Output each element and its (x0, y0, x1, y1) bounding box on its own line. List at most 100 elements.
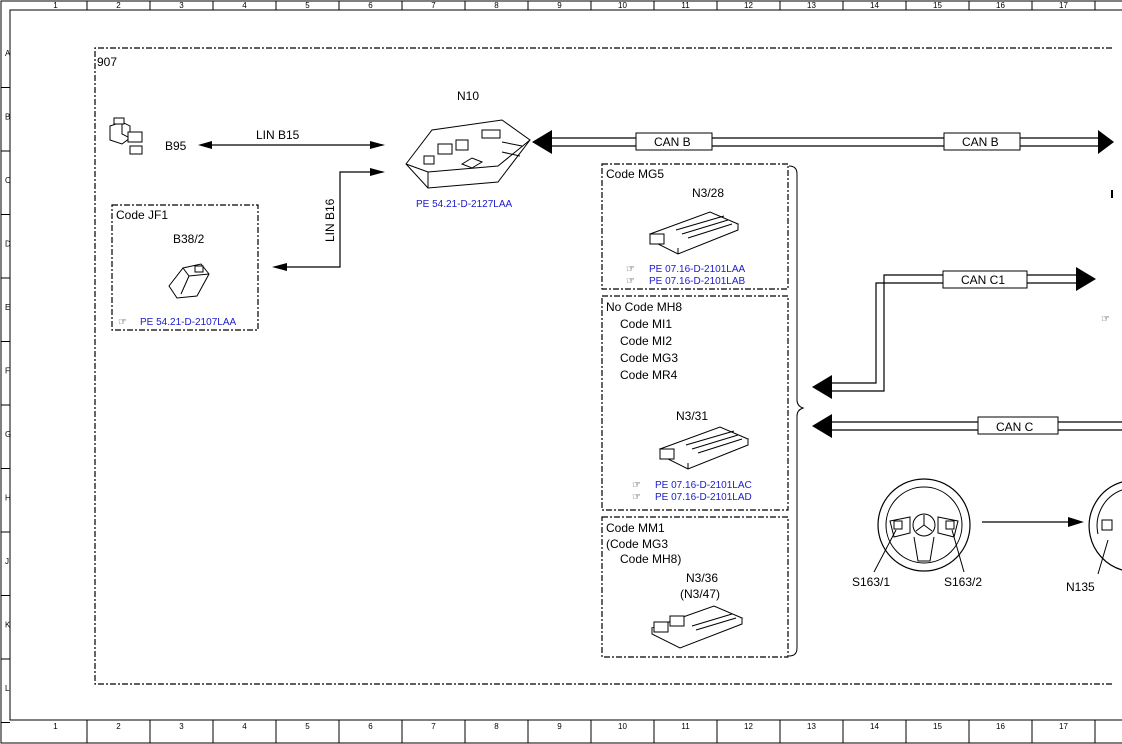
code-mm1-box (601, 516, 789, 658)
grid-column-label: 9 (557, 1, 562, 10)
can-c1-arrow-left (812, 375, 832, 399)
n135-label: N135 (1066, 580, 1095, 594)
n3-31-reference-2[interactable]: PE 07.16-D-2101LAD (655, 492, 752, 503)
grid-column-label: 16 (996, 722, 1005, 731)
grouping-brace (788, 165, 805, 657)
mm1-code-0: Code MM1 (606, 521, 665, 535)
lin-b16-arrow-left (272, 263, 287, 271)
code-jf1-label: Code JF1 (116, 208, 168, 222)
n3-31-reference-1[interactable]: PE 07.16-D-2101LAC (655, 480, 752, 491)
grid-column-label: 13 (807, 722, 816, 731)
pointer-icon: ☞ (118, 317, 127, 328)
grid-row-label: J (5, 557, 9, 566)
n3-47-label: (N3/47) (680, 587, 720, 601)
grid-row-label: A (5, 49, 11, 58)
s163-1-leader (873, 529, 897, 573)
n135-steering-wheel-icon (1088, 481, 1122, 571)
group-907-boundary (94, 47, 1112, 685)
grid-column-label: 12 (744, 722, 753, 731)
n10-label: N10 (457, 89, 479, 103)
pointer-icon: ☞ (626, 264, 635, 275)
steering-wheel-icon (877, 478, 971, 572)
grid-column-label: 5 (305, 722, 310, 731)
lin-b15-arrow-left (198, 141, 212, 149)
n3-36-label: N3/36 (686, 571, 718, 585)
lin-b15-label: LIN B15 (256, 128, 300, 142)
b95-component (109, 117, 143, 155)
pointer-icon: ☞ (1101, 314, 1110, 325)
lin-b15-arrow-right (370, 141, 385, 149)
mh8-code-1: Code MI1 (620, 317, 672, 331)
grid-row-label: H (5, 493, 11, 502)
can-c-label: CAN C (996, 420, 1034, 434)
code-mg5-box (601, 163, 789, 290)
grid-row-label: B (5, 112, 10, 121)
grid-column-label: 17 (1059, 1, 1068, 10)
grid-column-label: 4 (242, 1, 247, 10)
grid-column-label: 1 (53, 722, 58, 731)
s163-to-n135-arrow (1068, 517, 1084, 527)
grid-row-label: G (5, 430, 11, 439)
code-mg5-label: Code MG5 (606, 167, 664, 181)
can-c1-label: CAN C1 (961, 273, 1005, 287)
grid-column-label: 3 (179, 1, 184, 10)
code-jf1-box (111, 204, 259, 331)
pointer-icon: ☞ (632, 492, 641, 503)
n3-31-component (658, 426, 750, 470)
group-907-label: 907 (97, 55, 117, 69)
n3-36-component (650, 605, 744, 649)
can-b-arrow-left (532, 130, 552, 154)
can-c1-line-inner (828, 282, 1080, 384)
b38-component (168, 263, 210, 299)
grid-column-label: 6 (368, 1, 373, 10)
lin-b16-line (285, 171, 370, 268)
can-b-label-box-2 (943, 132, 1021, 151)
grid-column-label: 9 (557, 722, 562, 731)
can-c1-arrow-right (1076, 267, 1096, 291)
grid-column-label: 2 (116, 1, 121, 10)
grid-column-label: 14 (870, 722, 879, 731)
grid-row-label: E (5, 303, 10, 312)
n3-31-label: N3/31 (676, 409, 708, 423)
grid-column-label: 15 (933, 722, 942, 731)
grid-column-label: 5 (305, 1, 310, 10)
grid-column-label: 3 (179, 722, 184, 731)
n3-28-reference-1[interactable]: PE 07.16-D-2101LAA (649, 264, 746, 275)
grid-row-label: C (5, 176, 11, 185)
grid-column-label: 1 (53, 1, 58, 10)
can-b-arrow-right (1098, 130, 1114, 154)
mm1-code-1: (Code MG3 (606, 537, 668, 551)
grid-column-label: 15 (933, 1, 942, 10)
s163-1-label: S163/1 (852, 575, 890, 589)
can-b-label-box (635, 132, 713, 151)
mm1-code-2: Code MH8) (620, 552, 681, 566)
mh8-code-4: Code MR4 (620, 368, 678, 382)
n3-28-reference-2[interactable]: PE 07.16-D-2101LAB (649, 276, 746, 287)
can-b-label: CAN B (654, 135, 691, 149)
b38-reference[interactable]: PE 54.21-D-2107LAA (140, 317, 237, 328)
n135-leader (1097, 539, 1109, 575)
grid-column-label: 8 (494, 1, 499, 10)
grid-column-label: 12 (744, 1, 753, 10)
grid-row-label: K (5, 620, 11, 629)
grid-column-label: 10 (618, 722, 627, 731)
grid-column-label: 17 (1059, 722, 1068, 731)
lin-b16-arrow-right (370, 168, 385, 176)
grid-column-label: 11 (681, 1, 690, 10)
can-c1-line-outer (828, 274, 1080, 392)
b38-label: B38/2 (173, 232, 205, 246)
n10-reference[interactable]: PE 54.21-D-2127LAA (416, 199, 513, 210)
grid-column-label: 11 (681, 722, 690, 731)
grid-column-label: 4 (242, 722, 247, 731)
grid-column-label: 14 (870, 1, 879, 10)
s163-2-label: S163/2 (944, 575, 982, 589)
grid-column-label: 16 (996, 1, 1005, 10)
grid-column-label: 7 (431, 1, 436, 10)
grid-column-label: 7 (431, 722, 436, 731)
grid-column-label: 2 (116, 722, 121, 731)
can-b-label-2: CAN B (962, 135, 999, 149)
grid-column-label: 8 (494, 722, 499, 731)
